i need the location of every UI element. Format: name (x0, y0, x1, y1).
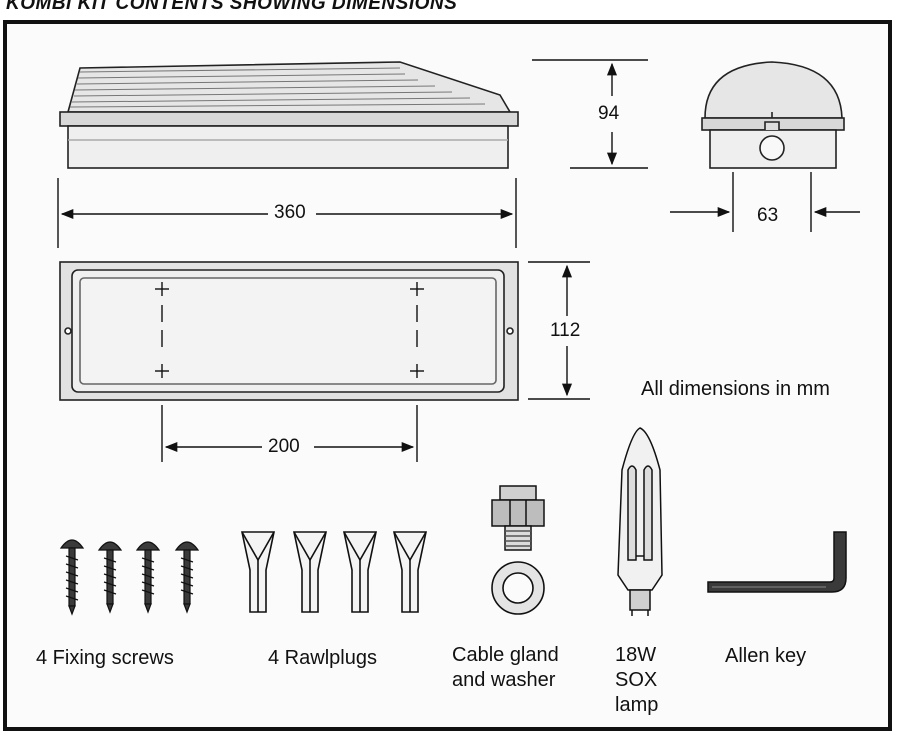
header-strip: KOMBI KIT CONTENTS SHOWING DIMENSIONS (0, 0, 901, 20)
caption-gland: Cable gland and washer (452, 643, 559, 693)
dim-360 (57, 178, 517, 248)
dim-label-94: 94 (594, 103, 624, 125)
washer-icon (491, 561, 545, 615)
caption-gland-line1: Cable gland (452, 644, 559, 666)
caption-gland-line2: and washer (452, 669, 556, 691)
luminaire-end-view (701, 61, 845, 169)
caption-lamp: 18W SOX lamp (615, 643, 658, 718)
luminaire-side-view (59, 61, 519, 169)
luminaire-plan-view (59, 261, 519, 401)
dim-label-360: 360 (270, 202, 310, 224)
caption-lamp-line2: SOX (615, 669, 658, 691)
dim-112 (528, 261, 590, 400)
dim-94 (532, 59, 648, 169)
fixing-screws-icon (59, 539, 200, 616)
caption-lamp-line3: lamp (615, 694, 659, 716)
dim-63 (670, 172, 860, 232)
rawlplugs-icon (241, 531, 427, 613)
cable-gland-icon (491, 485, 545, 551)
sox-lamp-icon (617, 427, 663, 616)
caption-rawlplugs: 4 Rawlplugs (268, 647, 377, 669)
dim-200 (161, 405, 418, 462)
header-title: KOMBI KIT CONTENTS SHOWING DIMENSIONS (6, 0, 458, 14)
dim-label-112: 112 (546, 320, 585, 342)
dim-label-63: 63 (753, 205, 783, 227)
caption-allen-key: Allen key (725, 645, 807, 667)
caption-screws: 4 Fixing screws (36, 647, 174, 669)
dim-label-200: 200 (264, 436, 304, 458)
units-note: All dimensions in mm (641, 378, 830, 400)
allen-key-icon (707, 531, 847, 593)
caption-lamp-line1: 18W (615, 644, 657, 666)
